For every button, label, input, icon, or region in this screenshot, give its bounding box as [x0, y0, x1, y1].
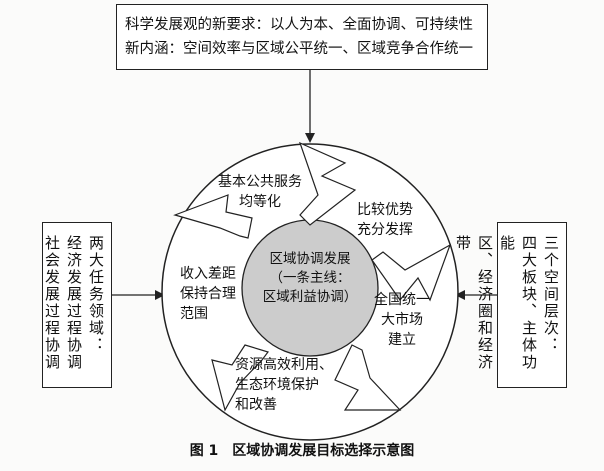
left-arrowhead	[155, 290, 165, 300]
ring-arrow-5	[173, 194, 253, 239]
ring-item-line: 保持合理	[180, 286, 236, 302]
right-box-col-1: 三个空间层次：	[542, 235, 560, 354]
ring-item-unified-market: 全国统一 大市场 建立	[362, 290, 442, 350]
ring-item-line: 和改善	[235, 397, 277, 413]
ring-arrow-3	[334, 344, 402, 411]
figure-caption: 图 1 区域协调发展目标选择示意图	[189, 443, 415, 459]
top-box-line-1: 科学发展观的新要求：以人为本、全面协调、可持续性	[125, 17, 473, 33]
right-arrowhead	[455, 290, 465, 300]
ring-arrow-1	[298, 141, 357, 226]
ring-item-line: 生态环境保护	[235, 377, 319, 393]
ring-item-public-services: 基本公共服务 均等化	[205, 172, 315, 212]
ring-item-income-gap: 收入差距 保持合理 范围	[180, 264, 252, 324]
top-box-line-2: 新内涵：空间效率与区域公平统一、区域竞争合作统一	[125, 41, 473, 57]
center-line-1: 区域协调发展	[269, 251, 351, 267]
left-box-col-3: 社会发展过程协调	[43, 235, 61, 371]
right-box: 三个空间层次： 四大板块、主体功能 区、经济圈和经济带	[454, 222, 567, 388]
ring-item-line: 大市场	[381, 312, 423, 328]
ring-item-line: 充分发挥	[357, 222, 413, 238]
right-box-col-2: 四大板块、主体功能	[498, 235, 538, 371]
ring-item-line: 基本公共服务	[218, 174, 302, 190]
center-line-3: 区域利益协调）	[262, 289, 358, 305]
ring-item-line: 收入差距	[180, 266, 236, 282]
left-box-col-2: 经济发展过程协调	[65, 235, 83, 371]
ring-item-line: 资源高效利用、	[235, 357, 333, 373]
ring-item-line: 比较优势	[357, 202, 413, 218]
ring-item-line: 范围	[180, 306, 208, 322]
right-box-col-3: 区、经济圈和经济带	[454, 235, 494, 371]
ring-arrow-2	[371, 243, 452, 302]
left-box-col-1: 两大任务领域：	[87, 235, 105, 354]
ring-item-line: 全国统一	[374, 292, 430, 308]
top-arrowhead	[305, 133, 315, 143]
ring-item-line: 均等化	[239, 194, 281, 210]
ring-arrow-4	[211, 344, 269, 412]
top-box: 科学发展观的新要求：以人为本、全面协调、可持续性 新内涵：空间效率与区域公平统一…	[116, 4, 488, 70]
ring-item-resources-environment: 资源高效利用、 生态环境保护 和改善	[235, 355, 345, 415]
left-box: 两大任务领域： 经济发展过程协调 社会发展过程协调	[42, 222, 112, 388]
ring-item-line: 建立	[388, 332, 416, 348]
center-line-2: （一条主线：	[269, 270, 351, 286]
center-label: 区域协调发展 （一条主线： 区域利益协调）	[250, 250, 370, 307]
ring-item-comparative-advantage: 比较优势 充分发挥	[345, 200, 425, 240]
